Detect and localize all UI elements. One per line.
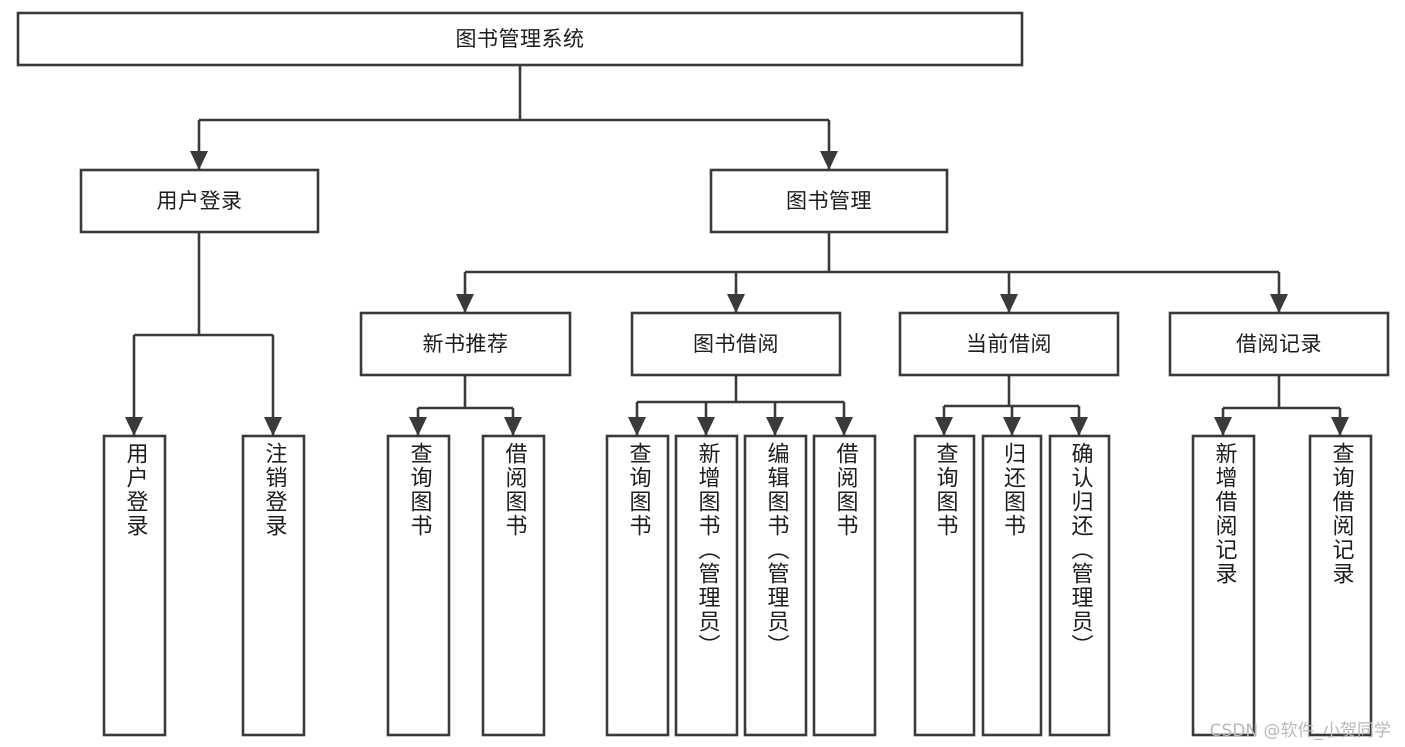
leaf-node-rect-1 [241,434,306,737]
level3-node-rect [630,311,842,377]
level3-node-label: 新书推荐 [423,332,509,356]
newbook_to_leaves-arrow-1 [504,417,522,436]
leaf-node-12[interactable]: 查询借阅记录 [1310,436,1371,735]
leaf-node-rect-10 [1048,434,1111,737]
root_to_level2-arrow-0 [190,151,208,170]
borrow_to_leaves-arrow-1 [697,417,715,436]
leaf-node-rect-7 [812,434,877,737]
newbook_to_leaves-arrow-0 [409,417,427,436]
leaf-node-label-12: 查询借阅记录 [1328,442,1354,586]
current_to_leaves-arrow-0 [935,417,953,436]
leaf-node-label-7: 借阅图书 [832,442,858,538]
bookmgmt_to_level3-arrow-3 [1270,294,1288,313]
level3-node-2[interactable]: 当前借阅 [898,311,1120,377]
leaf-node-label-0: 用户登录 [122,442,148,538]
root_to_level2-arrow-1 [820,151,838,170]
root-node-0[interactable]: 图书管理系统 [16,11,1024,67]
leaf-node-11[interactable]: 新增借阅记录 [1193,436,1254,735]
leaf-node-rect-2 [386,434,451,737]
current_to_leaves-arrow-1 [1003,417,1021,436]
level2-node-rect [709,168,949,234]
leaf-node-10[interactable]: 确认归还（管理员） [1050,436,1109,735]
leaf-node-rect-4 [605,434,670,737]
bookmgmt_to_level3-arrow-1 [727,294,745,313]
root-node-label: 图书管理系统 [456,27,585,51]
level3-node-0[interactable]: 新书推荐 [359,311,572,377]
leaf-node-rect-6 [743,434,808,737]
level3-node-rect [359,311,572,377]
leaf-node-1[interactable]: 注销登录 [243,436,304,735]
level2-node-label: 用户登录 [157,189,243,213]
leaf-node-3[interactable]: 借阅图书 [483,436,544,735]
level2-node-1[interactable]: 图书管理 [709,168,949,234]
level3-node-label: 图书借阅 [693,332,779,356]
leaf-node-rect-8 [913,434,976,737]
leaf-node-rect-5 [674,434,739,737]
leaf-node-label-10: 确认归还（管理员） [1067,442,1093,658]
leaf-node-label-4: 查询图书 [625,442,651,538]
leaf-node-label-11: 新增借阅记录 [1211,442,1237,586]
borrow_to_leaves-arrow-2 [766,417,784,436]
bookmgmt_to_level3-arrow-0 [456,294,474,313]
leaf-node-label-5: 新增图书（管理员） [694,442,720,658]
leaf-node-label-3: 借阅图书 [501,442,527,538]
leaf-node-label-6: 编辑图书（管理员） [763,442,789,658]
borrow_to_leaves-arrow-3 [835,417,853,436]
leaf-node-9[interactable]: 归还图书 [983,436,1041,735]
leaf-node-2[interactable]: 查询图书 [388,436,449,735]
level3-node-rect [898,311,1120,377]
borrow_to_leaves-arrow-0 [628,417,646,436]
leaf-node-label-8: 查询图书 [932,442,958,538]
level3-node-rect [1168,311,1390,377]
level3-node-label: 当前借阅 [966,332,1052,356]
leaf-node-label-2: 查询图书 [406,442,432,538]
record_to_leaves-arrow-0 [1214,417,1232,436]
level3-node-1[interactable]: 图书借阅 [630,311,842,377]
level2-node-0[interactable]: 用户登录 [79,168,320,234]
level2-node-rect [79,168,320,234]
leaf-node-rect-9 [981,434,1043,737]
leaf-node-label-9: 归还图书 [1000,442,1025,538]
leaf-node-8[interactable]: 查询图书 [915,436,974,735]
leaf-node-rect-11 [1191,434,1256,737]
leaf-node-4[interactable]: 查询图书 [607,436,668,735]
leaf-node-rect-12 [1308,434,1373,737]
leaf-node-label-1: 注销登录 [261,442,287,538]
level2-node-label: 图书管理 [786,189,872,213]
leaf-node-6[interactable]: 编辑图书（管理员） [745,436,806,735]
connectors-layer [125,65,1349,436]
watermark-text: CSDN @软件_小贺同学 [1209,721,1391,741]
leaf-node-0[interactable]: 用户登录 [104,436,165,735]
current_to_leaves-arrow-2 [1070,417,1088,436]
record_to_leaves-arrow-1 [1331,417,1349,436]
level3-node-label: 借阅记录 [1236,332,1322,356]
leaf-node-5[interactable]: 新增图书（管理员） [676,436,737,735]
userlogin_to_leaves-arrow-0 [125,417,143,436]
leaf-node-7[interactable]: 借阅图书 [814,436,875,735]
leaf-node-rect-0 [102,434,167,737]
bookmgmt_to_level3-arrow-2 [1000,294,1018,313]
root-node-rect [16,11,1024,67]
level3-node-3[interactable]: 借阅记录 [1168,311,1390,377]
leaf-node-rect-3 [481,434,546,737]
userlogin_to_leaves-arrow-1 [264,417,282,436]
